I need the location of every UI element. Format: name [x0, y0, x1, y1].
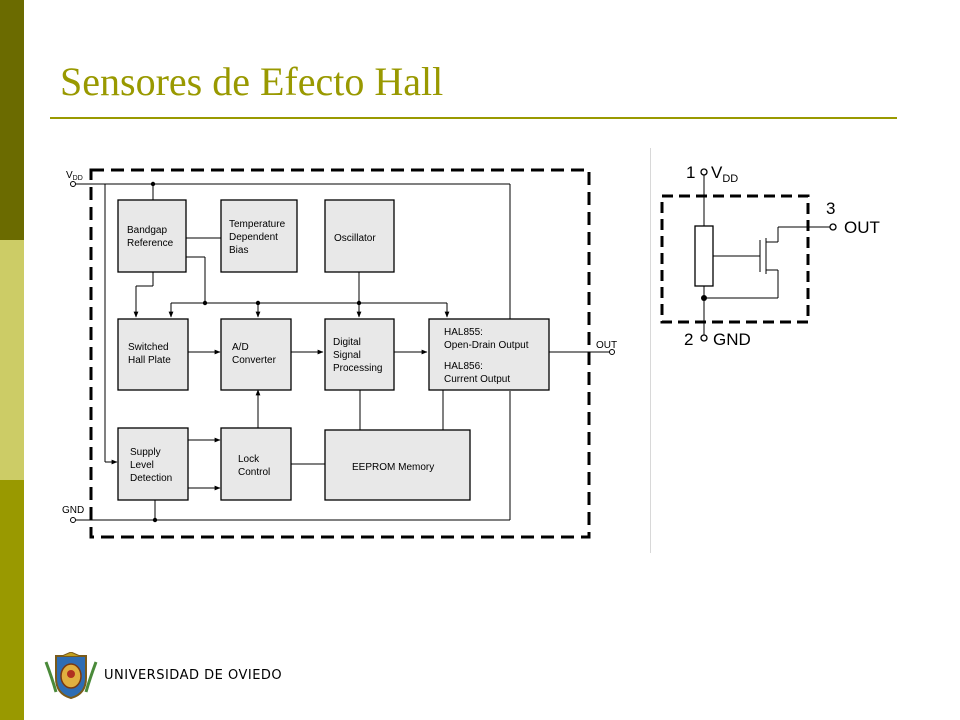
- side-bar-middle: [0, 240, 24, 480]
- svg-text:Current Output: Current Output: [444, 374, 510, 385]
- block-supply-level-detection: Supply Level Detection: [117, 427, 189, 501]
- power-rails: [75, 181, 610, 523]
- svg-text:Detection: Detection: [130, 473, 172, 484]
- svg-text:EEPROM Memory: EEPROM Memory: [352, 462, 434, 473]
- gnd-pin-terminal: [70, 517, 76, 523]
- svg-text:Signal: Signal: [333, 350, 361, 361]
- block-ad-converter: A/D Converter: [220, 318, 292, 391]
- out-pin-label: OUT: [596, 340, 617, 351]
- block-output-stage: HAL855: Open-Drain Output HAL856: Curren…: [428, 318, 550, 391]
- block-switched-hall-plate: Switched Hall Plate: [117, 318, 189, 391]
- side-bar-bottom: [0, 480, 24, 720]
- svg-text:Temperature: Temperature: [229, 219, 286, 230]
- svg-text:Reference: Reference: [127, 238, 174, 249]
- vdd-pin-terminal: [70, 181, 76, 187]
- block-bandgap-reference: Bandgap Reference: [117, 199, 187, 273]
- svg-text:Bandgap: Bandgap: [127, 225, 167, 236]
- svg-text:A/D: A/D: [232, 342, 249, 353]
- svg-text:Supply: Supply: [130, 447, 161, 458]
- figure-separator: [650, 148, 651, 553]
- pin1-vdd-label: VDD: [711, 163, 738, 185]
- block-lock-control: Lock Control: [220, 427, 292, 501]
- svg-text:Processing: Processing: [333, 363, 382, 374]
- svg-text:Oscillator: Oscillator: [334, 233, 376, 244]
- svg-text:Converter: Converter: [232, 355, 277, 366]
- block-diagram: VDD GND OUT: [62, 168, 617, 539]
- ic-package-outline: [89, 168, 591, 539]
- pin2-terminal: [700, 334, 708, 342]
- block-digital-signal-processing: Digital Signal Processing: [324, 318, 395, 391]
- svg-text:Lock: Lock: [238, 454, 260, 465]
- university-crest-logo: [44, 652, 98, 700]
- svg-text:Switched: Switched: [128, 342, 169, 353]
- slide-title: Sensores de Efecto Hall: [60, 59, 444, 104]
- pin2-gnd-label: GND: [713, 330, 751, 349]
- pin2-number: 2: [684, 330, 693, 349]
- pin3-number: 3: [826, 199, 835, 218]
- vdd-pin-label: VDD: [66, 170, 83, 182]
- svg-text:Hall Plate: Hall Plate: [128, 355, 171, 366]
- pin-package-outline: [660, 194, 810, 324]
- pin-diagram: 1 VDD 3 OUT 2 GND: [660, 163, 880, 349]
- pin3-terminal: [829, 223, 837, 231]
- svg-text:Bias: Bias: [229, 245, 248, 256]
- svg-text:Digital: Digital: [333, 337, 361, 348]
- pin-internal-circuit: [694, 175, 830, 335]
- svg-text:HAL856:: HAL856:: [444, 361, 483, 372]
- pin1-terminal: [700, 168, 708, 176]
- block-oscillator: Oscillator: [324, 199, 395, 273]
- signal-lines: [133, 237, 450, 491]
- footer-university-name: UNIVERSIDAD DE OVIEDO: [104, 668, 283, 683]
- gnd-pin-label: GND: [62, 505, 84, 516]
- title-underline: [50, 117, 897, 119]
- svg-text:Control: Control: [238, 467, 270, 478]
- pin3-out-label: OUT: [844, 218, 880, 237]
- svg-text:Open-Drain Output: Open-Drain Output: [444, 340, 529, 351]
- block-eeprom-memory: EEPROM Memory: [324, 429, 471, 501]
- block-temperature-bias: Temperature Dependent Bias: [220, 199, 298, 273]
- pin1-number: 1: [686, 163, 695, 182]
- svg-text:Dependent: Dependent: [229, 232, 278, 243]
- side-bar-top: [0, 0, 24, 240]
- svg-text:HAL855:: HAL855:: [444, 327, 483, 338]
- svg-text:Level: Level: [130, 460, 154, 471]
